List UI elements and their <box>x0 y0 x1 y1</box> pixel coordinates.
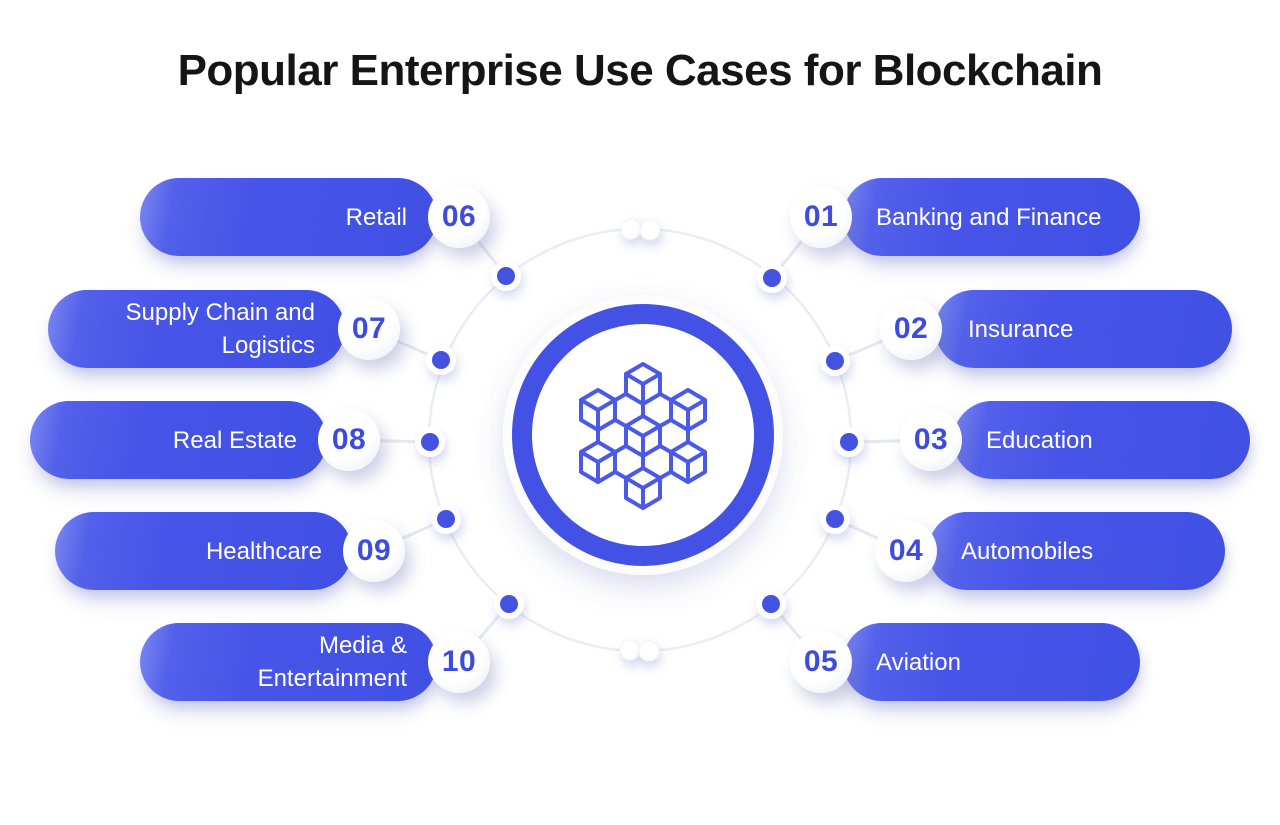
use-case-label: Education <box>986 426 1093 454</box>
use-case-number-badge-06: 06 <box>428 186 490 248</box>
center-emblem <box>503 295 783 575</box>
badge-number: 04 <box>888 534 924 567</box>
page-title: Popular Enterprise Use Cases for Blockch… <box>177 46 1103 95</box>
use-case-number-badge-03: 03 <box>900 409 962 471</box>
use-case-pill-automobiles: Automobiles <box>928 512 1225 590</box>
use-case-label: Automobiles <box>961 537 1094 565</box>
badge-number: 02 <box>893 312 929 345</box>
use-case-pill-retail: Retail <box>140 178 437 256</box>
use-case-number-badge-02: 02 <box>880 298 942 360</box>
use-case-number-badge-09: 09 <box>343 520 405 582</box>
badge-number: 05 <box>803 645 839 678</box>
use-case-label: Supply Chain and Logistics <box>125 299 315 359</box>
use-case-number-badge-08: 08 <box>318 409 380 471</box>
use-case-pill-real-estate: Real Estate <box>30 401 327 479</box>
badge-number: 03 <box>913 423 949 456</box>
blockchain-network-icon <box>579 362 707 510</box>
use-case-label: Banking and Finance <box>876 203 1102 231</box>
use-case-number-badge-04: 04 <box>875 520 937 582</box>
badge-number: 01 <box>803 200 839 233</box>
badge-number: 08 <box>331 423 367 456</box>
use-case-pill-supply-chain: Supply Chain and Logistics <box>48 290 345 368</box>
orbit-node-dots <box>415 261 864 619</box>
use-case-pill-insurance: Insurance <box>935 290 1232 368</box>
use-case-label: Healthcare <box>205 537 322 565</box>
use-case-pill-aviation: Aviation <box>843 623 1140 701</box>
use-case-label: Retail <box>345 203 407 231</box>
use-case-pill-education: Education <box>953 401 1250 479</box>
use-case-label: Insurance <box>968 315 1074 343</box>
orbit-end-dots <box>619 218 661 662</box>
badge-number: 09 <box>356 534 392 567</box>
use-case-pill-banking-finance: Banking and Finance <box>843 178 1140 256</box>
badge-number: 06 <box>441 200 477 233</box>
badge-number: 10 <box>441 645 477 678</box>
use-case-pill-healthcare: Healthcare <box>55 512 352 590</box>
badge-number: 07 <box>351 312 387 345</box>
use-case-label: Real Estate <box>172 426 297 454</box>
use-case-number-badge-01: 01 <box>790 186 852 248</box>
use-case-pill-media-entertainment: Media & Entertainment <box>140 623 437 701</box>
use-case-number-badge-07: 07 <box>338 298 400 360</box>
use-case-label: Media & Entertainment <box>257 632 407 692</box>
use-case-number-badge-10: 10 <box>428 631 490 693</box>
use-case-number-badge-05: 05 <box>790 631 852 693</box>
use-case-label: Aviation <box>876 648 961 676</box>
